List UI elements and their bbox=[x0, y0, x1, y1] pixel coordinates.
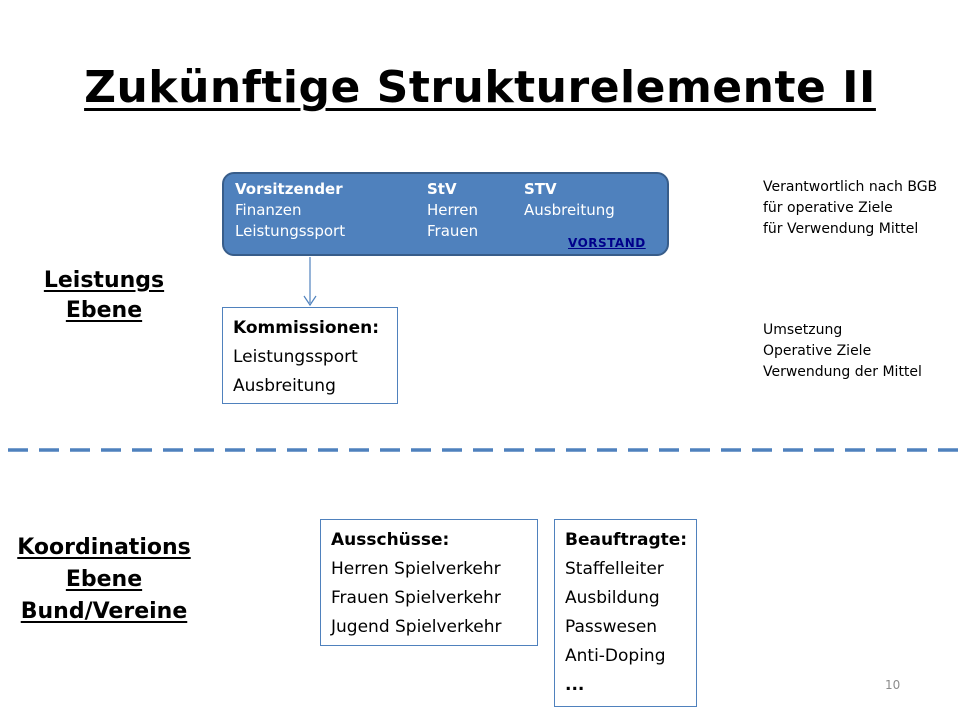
connector-arrowhead bbox=[303, 295, 317, 307]
page-number: 10 bbox=[885, 678, 901, 692]
note-umsetzung: Umsetzung Operative Ziele Verwendung der… bbox=[763, 322, 922, 380]
vorstand-box: Vorsitzender Finanzen Leistungssport StV… bbox=[222, 172, 669, 256]
note-verantwortlich: Verantwortlich nach BGB für operative Zi… bbox=[763, 179, 938, 237]
vorstand-column-vorsitzender: Vorsitzender Finanzen Leistungssport bbox=[235, 180, 346, 240]
slide-title: Zukünftige Strukturelemente II bbox=[84, 62, 876, 113]
level-label-leistung: Leistungs Ebene bbox=[43, 268, 165, 323]
kommissionen-box: Kommissionen: Leistungssport Ausbreitung bbox=[222, 307, 398, 404]
vorstand-column-stv-ausbreitung: STV Ausbreitung bbox=[524, 180, 615, 219]
vorstand-column-stv: StV Herren Frauen bbox=[427, 180, 479, 240]
vorstand-tag: VORSTAND bbox=[568, 236, 646, 250]
ausschuesse-box: Ausschüsse: Herren Spielverkehr Frauen S… bbox=[320, 519, 538, 646]
beauftragte-box: Beauftragte: Staffelleiter Ausbildung Pa… bbox=[554, 519, 697, 707]
level-label-koordination: Koordinations Ebene Bund/Vereine bbox=[17, 535, 191, 624]
